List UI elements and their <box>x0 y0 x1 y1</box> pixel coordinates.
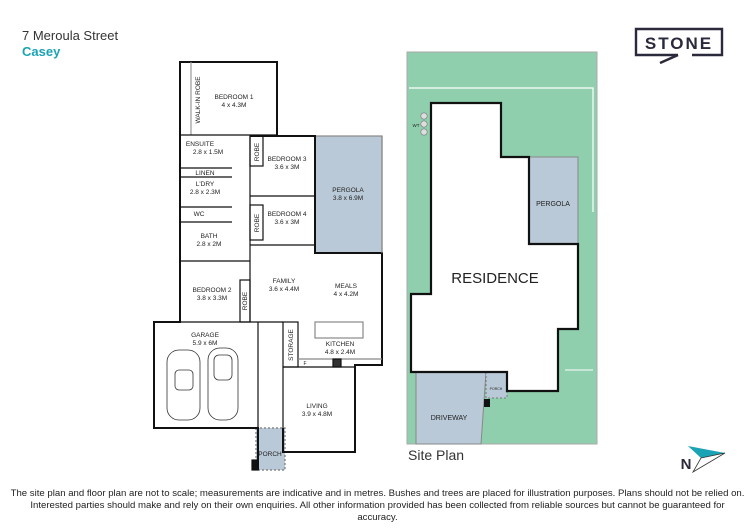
room-label-wc: WC <box>194 211 205 218</box>
porch-area <box>255 427 286 471</box>
water-tank-icon <box>420 112 428 136</box>
room-label-family: FAMILY <box>273 278 296 285</box>
site-plan-title: Site Plan <box>408 447 465 463</box>
north-label: N <box>681 456 692 473</box>
room-size-ensuite: 2.8 x 1.5M <box>193 149 223 156</box>
room-size-living: 3.9 x 4.8M <box>302 411 332 418</box>
residence-outline <box>409 101 580 393</box>
disclaimer: The site plan and floor plan are not to … <box>10 488 745 523</box>
room-label-pergola: PERGOLA <box>332 187 364 194</box>
room-label-bedroom-3: BEDROOM 3 <box>267 156 306 163</box>
room-label-bedroom-1: BEDROOM 1 <box>214 94 253 101</box>
room-size-meals: 4 x 4.2M <box>334 291 359 298</box>
room-size-bedroom-1: 4 x 4.3M <box>222 102 247 109</box>
garage-cars <box>166 347 239 421</box>
property-address: 7 Meroula Street <box>22 28 119 43</box>
room-label-porch: PORCH <box>258 451 282 458</box>
robe-label-bedroom-2: ROBE <box>242 291 249 310</box>
room-label-linen: LINEN <box>195 170 214 177</box>
room-size-bedroom-4: 3.6 x 3M <box>275 219 300 226</box>
room-label-kitchen: KITCHEN <box>326 341 355 348</box>
room-size-laundry: 2.8 x 2.3M <box>190 189 220 196</box>
water-tank-label: WT <box>413 123 420 128</box>
driveway-label: DRIVEWAY <box>431 415 468 422</box>
room-label-ensuite: ENSUITE <box>186 141 215 148</box>
robe-label-bedroom-3: ROBE <box>254 142 261 161</box>
site-porch-area <box>485 371 508 399</box>
room-label-laundry: L'DRY <box>196 181 215 188</box>
north-arrow-icon: N <box>681 446 726 474</box>
room-label-bath: BATH <box>201 233 218 240</box>
logo-text: STONE <box>645 34 713 53</box>
property-suburb: Casey <box>22 44 61 59</box>
room-label-bedroom-2: BEDROOM 2 <box>192 287 231 294</box>
driveway-area <box>415 371 487 445</box>
room-size-family: 3.6 x 4.4M <box>269 286 299 293</box>
room-size-bedroom-2: 3.8 x 3.3M <box>197 295 227 302</box>
site-pergola-label: PERGOLA <box>536 201 570 208</box>
room-size-garage: 5.9 x 6M <box>193 340 218 347</box>
site-porch-label: PORCH <box>490 387 503 391</box>
room-label-meals: MEALS <box>335 283 358 290</box>
room-label-bedroom-4: BEDROOM 4 <box>267 211 306 218</box>
site-pergola-area <box>528 156 579 245</box>
fridge-label: F <box>303 361 306 367</box>
stone-logo: STONE <box>634 27 724 65</box>
room-label-living: LIVING <box>306 403 327 410</box>
room-size-bath: 2.8 x 2M <box>197 241 222 248</box>
room-size-bedroom-3: 3.6 x 3M <box>275 164 300 171</box>
room-label-garage: GARAGE <box>191 332 219 339</box>
room-size-pergola: 3.8 x 6.9M <box>333 195 363 202</box>
room-size-kitchen: 4.8 x 2.4M <box>325 349 355 356</box>
room-label-walk-in-robe: WALK-IN ROBE <box>195 76 202 124</box>
robe-label-bedroom-4: ROBE <box>254 213 261 232</box>
residence-label: RESIDENCE <box>451 270 539 287</box>
room-label-storage: STORAGE <box>288 329 295 361</box>
